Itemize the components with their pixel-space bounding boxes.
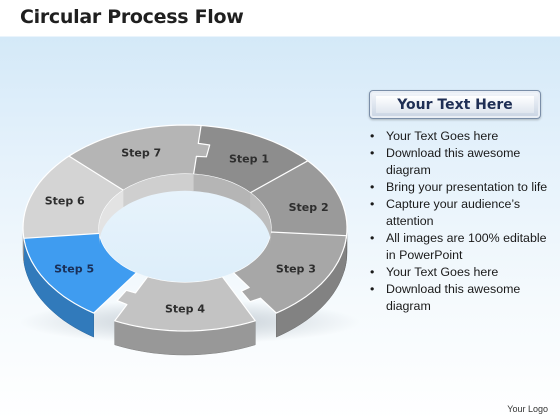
ring-top [22,124,348,332]
ring-inner-wall [99,174,271,282]
bullet-item: Download this awesome diagram [368,145,548,179]
text-header: Your Text Here [376,96,534,113]
ring-labels: Step 1 Step 2 Step 3 Step 4 Step 5 Step 6 Step… [45,146,329,315]
step-label-5: Step 5 [54,262,94,275]
step-label-7: Step 7 [121,146,161,159]
ring-inner-wall-1 [191,174,257,215]
bullet-item: Bring your presentation to life [368,179,548,196]
bullet-item: All images are 100% editable in PowerPoi… [368,230,548,264]
bullet-item: Your Text Goes here [368,264,548,281]
step-label-2: Step 2 [289,201,329,214]
bullet-list: Your Text Goes here Download this awesom… [368,128,548,315]
ring-segment-4 [114,276,256,332]
ring-inner-wall-2 [250,192,271,245]
bullet-item: Capture your audience’s attention [368,196,548,230]
step-label-1: Step 1 [229,152,269,165]
footer-logo-text: Your Logo [507,404,548,414]
step-label-6: Step 6 [45,195,85,208]
bullet-item: Your Text Goes here [368,128,548,145]
bullet-item: Download this awesome diagram [368,281,548,315]
ring-hole [99,174,271,282]
ring-inner-wall-7 [123,174,194,208]
ring-segment-3 [232,231,348,314]
page-title: Circular Process Flow [20,6,244,28]
text-header-box: Your Text Here [369,90,541,119]
step-label-4: Step 4 [165,303,205,316]
step-label-3: Step 3 [276,262,316,275]
ring-inner-wall-6 [99,189,125,245]
